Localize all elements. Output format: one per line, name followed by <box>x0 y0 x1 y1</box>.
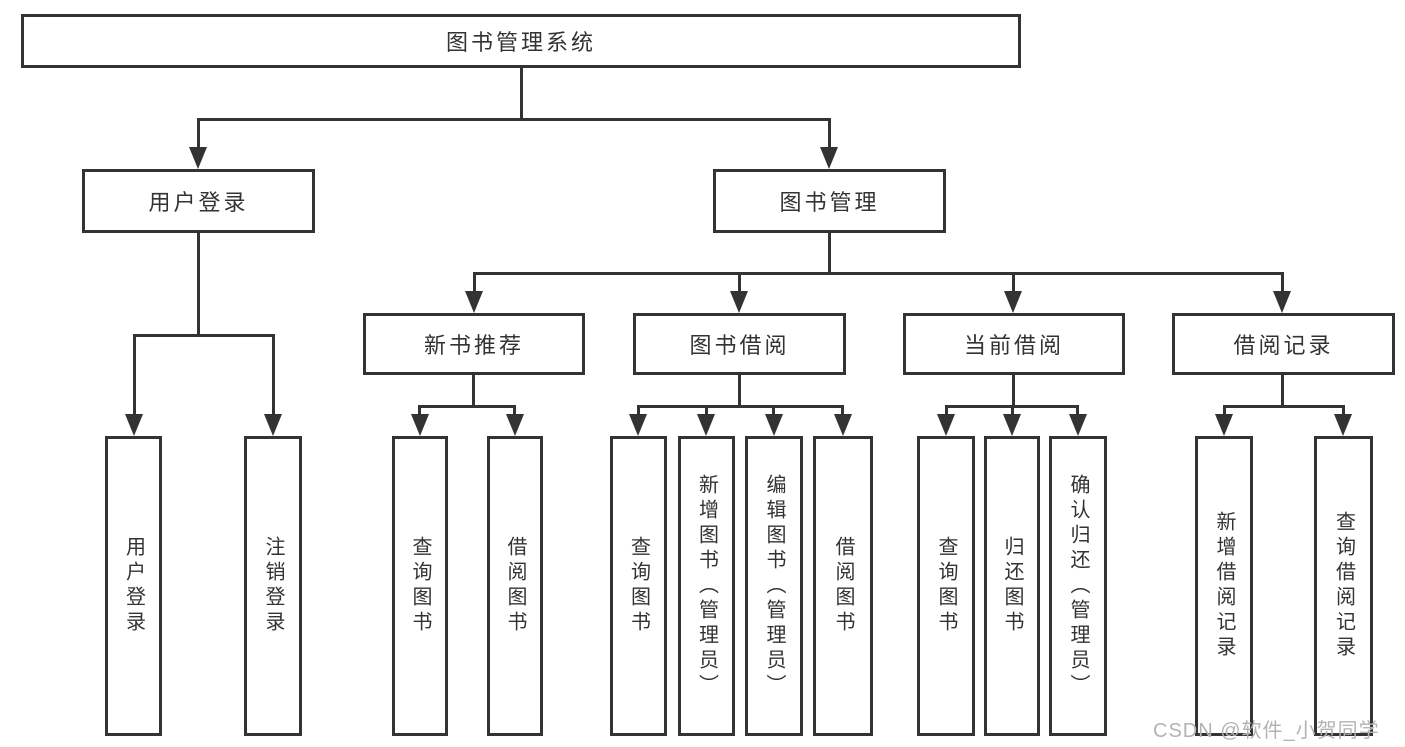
arrow-to-query-books-recommend <box>411 414 429 436</box>
connector-root-stem <box>520 68 523 119</box>
leaf-logout: 注销登录 <box>244 436 302 736</box>
leaf-query-books-recommend: 查询图书 <box>392 436 448 736</box>
leaf-query-books-current: 查询图书 <box>917 436 975 736</box>
leaf-borrow-books-recommend-label: 借阅图书 <box>504 536 526 636</box>
connector-leaf5-stem <box>637 405 640 417</box>
leaf-logout-label: 注销登录 <box>262 536 284 636</box>
arrow-to-leaf-user-login <box>125 414 143 436</box>
connector-level2-hline <box>198 118 830 121</box>
node-book-management-label: 图书管理 <box>779 190 880 215</box>
arrow-to-current-borrow <box>1004 291 1022 313</box>
arrow-to-borrow-books-recommend <box>506 414 524 436</box>
leaf-add-borrow-record-label: 新增借阅记录 <box>1213 511 1235 661</box>
arrow-to-borrow-books <box>834 414 852 436</box>
connector-leaf13-stem <box>1342 405 1345 417</box>
arrow-to-query-books-borrow <box>629 414 647 436</box>
leaf-add-book-admin-label: 新增图书（管理员） <box>695 473 718 699</box>
arrow-to-add-book-admin <box>697 414 715 436</box>
arrow-to-return-book <box>1003 414 1021 436</box>
node-borrow-records-label: 借阅记录 <box>1233 333 1334 358</box>
connector-to-book-management-stem <box>828 118 831 150</box>
node-library-system-label: 图书管理系统 <box>445 30 596 55</box>
connector-recommend-hline <box>419 405 516 408</box>
connector-leaf11-stem <box>1076 405 1079 417</box>
arrow-to-book-borrow <box>730 291 748 313</box>
node-current-borrow-label: 当前借阅 <box>963 333 1064 358</box>
node-library-system: 图书管理系统 <box>21 14 1021 68</box>
leaf-query-books-current-label: 查询图书 <box>935 536 957 636</box>
connector-to-user-login-stem <box>197 118 200 150</box>
leaf-edit-book-admin: 编辑图书（管理员） <box>745 436 803 736</box>
leaf-borrow-books: 借阅图书 <box>813 436 873 736</box>
arrow-to-query-books-current <box>937 414 955 436</box>
connector-to-book-borrow-stem <box>738 272 741 294</box>
connector-borrow-records-stem <box>1281 375 1284 408</box>
arrow-to-new-book-recommend <box>465 291 483 313</box>
connector-recommend-stem <box>472 375 475 408</box>
arrow-to-confirm-return-admin <box>1069 414 1087 436</box>
node-book-management: 图书管理 <box>713 169 946 233</box>
connector-borrow-records-hline <box>1223 405 1344 408</box>
arrow-to-query-borrow-record <box>1334 414 1352 436</box>
connector-leaf3-stem <box>418 405 421 417</box>
connector-to-borrow-records-stem <box>1281 272 1284 294</box>
csdn-watermark: CSDN @软件_小贺同学 <box>1153 720 1380 742</box>
connector-leaf10-stem <box>1011 405 1014 417</box>
leaf-query-books-recommend-label: 查询图书 <box>409 536 431 636</box>
connector-level3-hline <box>473 272 1284 275</box>
arrow-to-user-login <box>189 147 207 169</box>
connector-current-borrow-stem <box>1012 375 1015 408</box>
node-book-borrow-label: 图书借阅 <box>689 333 790 358</box>
leaf-confirm-return-admin-label: 确认归还（管理员） <box>1067 473 1089 699</box>
arrow-to-add-borrow-record <box>1215 414 1233 436</box>
connector-to-recommend-stem <box>473 272 476 294</box>
connector-leaf4-stem <box>513 405 516 417</box>
connector-leaf8-stem <box>841 405 844 417</box>
connector-book-borrow-stem2 <box>738 375 741 408</box>
arrow-to-edit-book-admin <box>765 414 783 436</box>
node-user-login-label: 用户登录 <box>148 190 249 215</box>
leaf-query-borrow-record-label: 查询借阅记录 <box>1332 511 1355 661</box>
node-new-book-recommend-label: 新书推荐 <box>423 333 524 358</box>
connector-leaf7-stem <box>772 405 775 417</box>
connector-leaf9-stem <box>945 405 948 417</box>
leaf-edit-book-admin-label: 编辑图书（管理员） <box>763 473 785 699</box>
node-user-login: 用户登录 <box>82 169 315 233</box>
leaf-borrow-books-recommend: 借阅图书 <box>487 436 543 736</box>
node-borrow-records: 借阅记录 <box>1172 313 1395 375</box>
arrow-to-leaf-logout <box>264 414 282 436</box>
leaf-query-borrow-record: 查询借阅记录 <box>1314 436 1373 736</box>
connector-leaf1-stem <box>133 334 136 416</box>
leaf-return-book: 归还图书 <box>984 436 1040 736</box>
connector-to-current-borrow-stem <box>1012 272 1015 294</box>
leaf-return-book-label: 归还图书 <box>1001 536 1023 636</box>
leaf-user-login: 用户登录 <box>105 436 162 736</box>
leaf-confirm-return-admin: 确认归还（管理员） <box>1049 436 1107 736</box>
connector-leaf12-stem <box>1223 405 1226 417</box>
arrow-to-borrow-records <box>1273 291 1291 313</box>
leaf-add-book-admin: 新增图书（管理员） <box>678 436 735 736</box>
leaf-query-books-borrow-label: 查询图书 <box>627 536 650 636</box>
connector-user-group-hline <box>133 334 275 337</box>
node-book-borrow: 图书借阅 <box>633 313 846 375</box>
node-current-borrow: 当前借阅 <box>903 313 1125 375</box>
arrow-to-book-management <box>820 147 838 169</box>
connector-leaf6-stem <box>705 405 708 417</box>
leaf-query-books-borrow: 查询图书 <box>610 436 667 736</box>
connector-book-mgmt-stem <box>828 233 831 275</box>
leaf-user-login-label: 用户登录 <box>122 536 145 636</box>
connector-book-borrow-hline <box>637 405 844 408</box>
node-new-book-recommend: 新书推荐 <box>363 313 585 375</box>
leaf-borrow-books-label: 借阅图书 <box>832 536 854 636</box>
leaf-add-borrow-record: 新增借阅记录 <box>1195 436 1253 736</box>
connector-leaf2-stem <box>272 334 275 416</box>
connector-user-login-stem <box>197 233 200 337</box>
